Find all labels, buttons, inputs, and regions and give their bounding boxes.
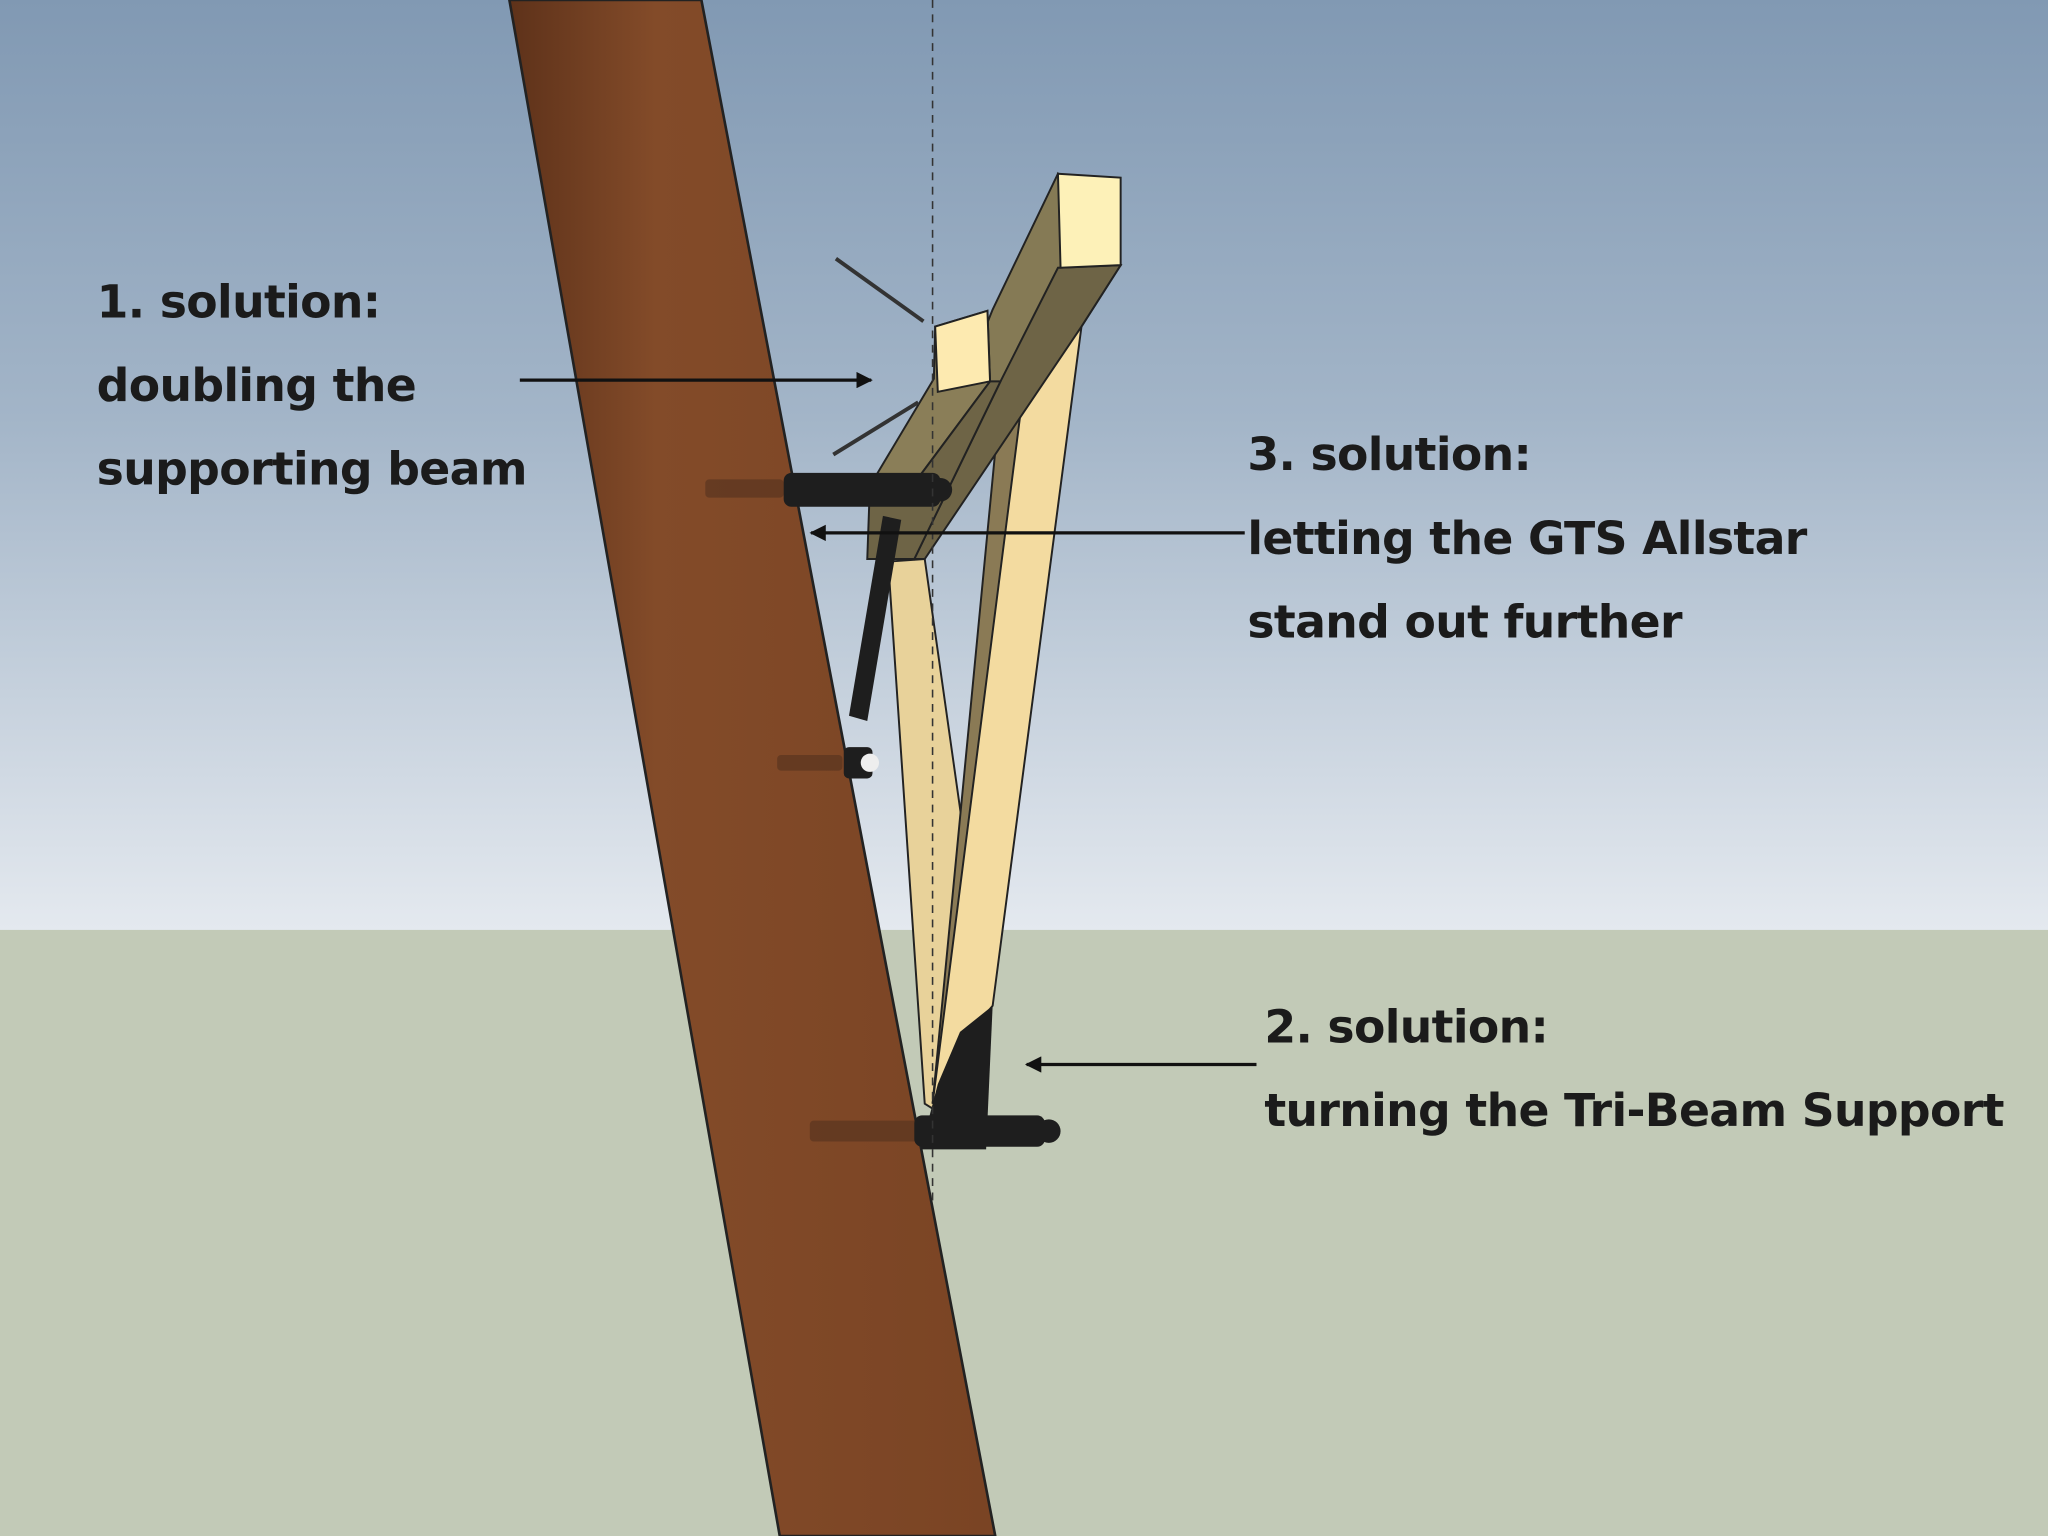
hidden-bolts	[705, 479, 928, 1142]
ground	[0, 929, 2048, 1536]
annotation-line: supporting beam	[97, 443, 527, 496]
annotation-solution-3: 3. solution: letting the GTS Allstar sta…	[1247, 428, 1808, 648]
annotation-solution-1: 1. solution: doubling the supporting bea…	[97, 275, 528, 496]
top-beam-end	[1056, 172, 1122, 269]
annotation-line: doubling the	[97, 359, 416, 412]
annotation-solution-2: 2. solution: turning the Tri-Beam Suppor…	[1264, 1000, 2004, 1137]
nail	[834, 257, 925, 323]
gts-allstar-hardware	[783, 472, 1061, 1150]
annotation-heading: 3. solution:	[1247, 428, 1531, 481]
annotation-heading: 2. solution:	[1264, 1000, 1548, 1053]
annotation-line: stand out further	[1247, 595, 1683, 648]
nail	[832, 400, 920, 457]
tree-trunk	[508, 0, 997, 1536]
annotation-heading: 1. solution:	[97, 275, 381, 328]
doubling-beam-end	[934, 309, 992, 394]
annotation-line: letting the GTS Allstar	[1247, 512, 1807, 565]
annotation-line: turning the Tri-Beam Support	[1264, 1084, 2004, 1137]
